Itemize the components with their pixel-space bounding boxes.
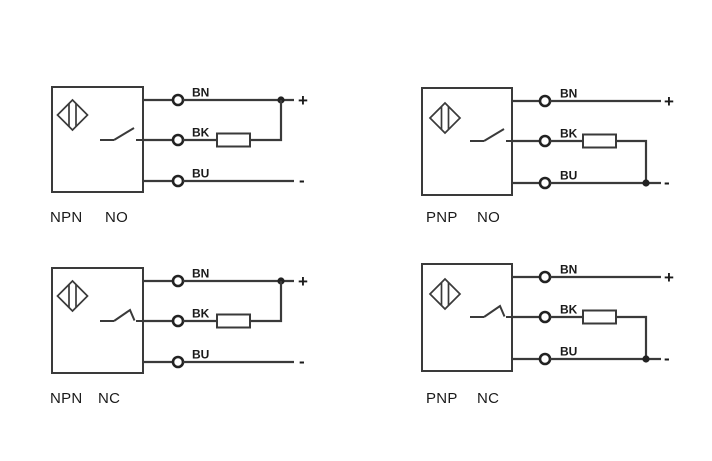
wire-bu: BU - [143, 167, 305, 190]
bu-terminal-circle [171, 355, 185, 369]
sensor-diamond [428, 277, 462, 311]
diagram-npn-nc: BN + BK BU - NPN NC [30, 256, 340, 416]
bn-terminal-circle [171, 274, 185, 288]
caption: NPN NO [50, 209, 128, 226]
bk-terminal-circle [538, 310, 552, 324]
switch-blade [483, 304, 506, 318]
caption-type: PNP [426, 390, 458, 407]
caption-mode: NC [477, 390, 499, 407]
sensor-box [421, 263, 513, 372]
wire-bk: BK [143, 100, 283, 148]
bu-label: BU [192, 348, 209, 362]
wire-bk: BK [512, 303, 648, 359]
caption: PNP NC [426, 390, 499, 407]
plus-sign: + [298, 91, 308, 110]
sensor-box [51, 267, 144, 374]
bk-label: BK [560, 303, 578, 317]
switch-no-icon [100, 127, 143, 141]
minus-sign: - [299, 171, 305, 190]
bn-label: BN [560, 263, 577, 277]
wire-bn: BN + [512, 263, 674, 287]
bk-label: BK [192, 126, 210, 140]
caption-mode: NC [98, 390, 120, 407]
proximity-sensor-icon [56, 279, 89, 313]
caption-mode: NO [477, 209, 500, 226]
switch-blade [483, 128, 505, 142]
wire-bn: BN + [143, 267, 308, 291]
minus-sign: - [299, 352, 305, 371]
sensor-body [51, 267, 144, 374]
proximity-sensor-icon [428, 277, 462, 311]
plus-sign: + [664, 268, 674, 287]
diagram-npn-no: BN + BK BU - NPN NO [30, 75, 340, 235]
diagram-npn-no-svg: BN + BK BU - NPN NO [50, 86, 308, 227]
bu-terminal-circle [538, 352, 552, 366]
sensor-box [51, 86, 144, 193]
plus-sign: + [664, 92, 674, 111]
diagram-pnp-nc-svg: BN + BK BU - PNP NC [421, 263, 674, 407]
load-resistor [216, 132, 251, 148]
wire-bn: BN + [512, 87, 674, 111]
caption-mode: NO [105, 209, 128, 226]
bn-label: BN [560, 87, 577, 101]
diagram-pnp-no-svg: BN + BK BU - PNP NO [421, 87, 674, 226]
load-resistor [582, 309, 617, 325]
bk-riser [250, 100, 283, 142]
bu-terminal-circle [538, 176, 552, 190]
caption-type: NPN [50, 390, 83, 407]
junction-dot [642, 179, 650, 187]
sensor-diamond [56, 98, 89, 132]
caption-type: PNP [426, 209, 458, 226]
sensor-body [51, 86, 144, 193]
bk-terminal-circle [171, 133, 185, 147]
minus-sign: - [664, 173, 670, 192]
bk-dropper [616, 315, 648, 359]
load-resistor [582, 133, 617, 149]
sensor-body [421, 263, 513, 372]
wire-bk: BK [512, 127, 648, 183]
plus-sign: + [298, 272, 308, 291]
wire-bu: BU - [512, 345, 670, 368]
sensor-box [421, 87, 513, 196]
wire-bu: BU - [512, 169, 670, 192]
proximity-sensor-icon [428, 101, 462, 135]
sensor-body [421, 87, 513, 196]
bk-terminal-circle [538, 134, 552, 148]
switch-nc-icon [100, 308, 143, 322]
diagram-pnp-nc: BN + BK BU - PNP NC [390, 251, 685, 411]
bu-terminal-circle [171, 174, 185, 188]
caption-type: NPN [50, 209, 83, 226]
junction-dot [642, 355, 650, 363]
wire-bk: BK [143, 281, 283, 329]
proximity-sensor-icon [56, 98, 89, 132]
bk-terminal-circle [171, 314, 185, 328]
minus-sign: - [664, 349, 670, 368]
bk-label: BK [560, 127, 578, 141]
sensor-diamond [428, 101, 462, 135]
bk-riser [250, 281, 283, 323]
caption: PNP NO [426, 209, 500, 226]
bn-terminal-circle [538, 270, 552, 284]
bu-label: BU [192, 167, 209, 181]
switch-blade [113, 127, 135, 141]
switch-blade [113, 308, 136, 322]
load-resistor [216, 313, 251, 329]
bu-label: BU [560, 345, 577, 359]
wire-bu: BU - [143, 348, 305, 371]
diagram-pnp-no: BN + BK BU - PNP NO [390, 75, 685, 235]
sensor-diamond [56, 279, 89, 313]
bu-label: BU [560, 169, 577, 183]
bn-label: BN [192, 267, 209, 281]
caption: NPN NC [50, 390, 120, 407]
switch-nc-icon [470, 304, 512, 318]
wire-bn: BN + [143, 86, 308, 110]
bn-terminal-circle [538, 94, 552, 108]
diagram-npn-nc-svg: BN + BK BU - NPN NC [50, 267, 308, 408]
switch-no-icon [470, 128, 512, 142]
bn-label: BN [192, 86, 209, 100]
bn-terminal-circle [171, 93, 185, 107]
bk-label: BK [192, 307, 210, 321]
bk-dropper [616, 139, 648, 183]
